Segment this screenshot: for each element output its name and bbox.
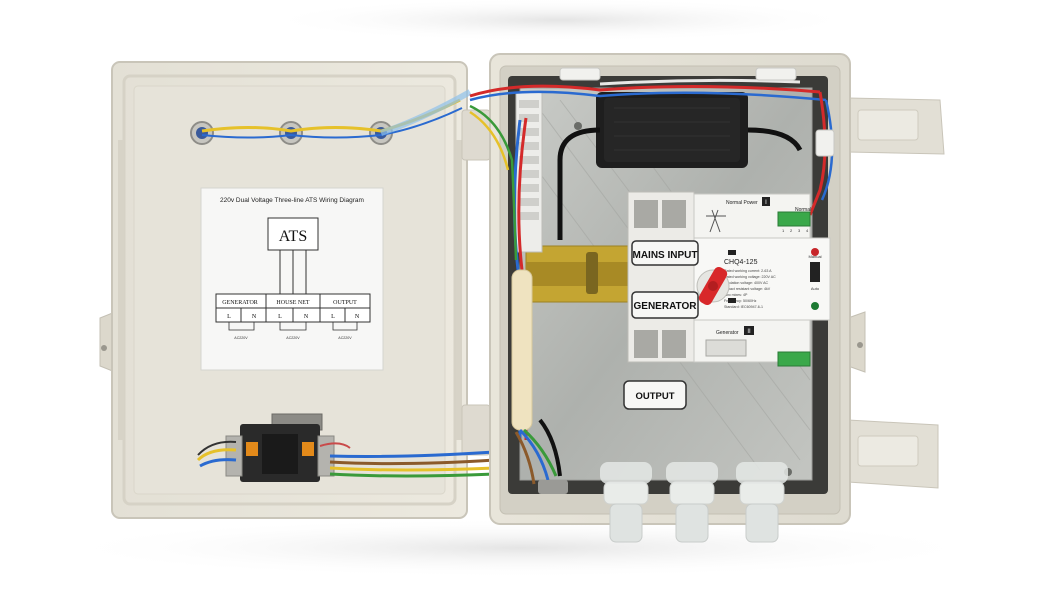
mains-input-label: MAINS INPUT <box>633 250 698 261</box>
auto-label: Auto <box>811 286 820 291</box>
generator-tag: GENERATOR <box>631 291 699 319</box>
din-rail <box>525 245 635 303</box>
spec-line: Frequency: 50/60Hz <box>724 299 757 303</box>
spec-list: Rated working current: 2-63 A Rated work… <box>724 269 776 309</box>
control-terminal-top <box>777 211 811 227</box>
diagram-ats-label: ATS <box>279 228 307 245</box>
indicator-light-2 <box>279 121 303 145</box>
led-normal-icon <box>811 248 819 256</box>
diagram-rating-net: AC220V <box>286 336 300 340</box>
output-label: OUTPUT <box>635 391 674 402</box>
diagram-section-generator: GENERATOR <box>222 300 258 306</box>
diagram-terminal-out-n: N <box>355 314 360 320</box>
diagram-terminal-gen-n: N <box>252 314 257 320</box>
manual-auto-switch[interactable] <box>810 262 820 282</box>
diagram-section-housenet: HOUSE NET <box>276 300 309 306</box>
pylon-icon <box>706 209 726 233</box>
power-supply <box>596 92 748 168</box>
diagram-terminal-net-l: L <box>278 314 282 320</box>
lid-transformer <box>225 413 335 482</box>
terminal-num: 2 <box>790 228 793 233</box>
cable-gland-3 <box>739 481 785 543</box>
cable-wrap <box>511 269 533 431</box>
wiring-diagram-sticker: 220v Dual Voltage Three-line ATS Wiring … <box>200 187 384 371</box>
led-generator-icon <box>811 302 819 310</box>
indicator-light-1 <box>190 121 214 145</box>
enclosure-lid: 220v Dual Voltage Three-line ATS Wiring … <box>99 61 496 519</box>
spec-line: Insulation voltage: 400V AC <box>724 281 769 285</box>
diagram-title: 220v Dual Voltage Three-line ATS Wiring … <box>220 197 364 204</box>
diagram-rating-gen: AC220V <box>234 336 248 340</box>
spec-line: Rated working current: 2-63 A <box>724 269 772 273</box>
generator-label: GENERATOR <box>634 301 698 312</box>
control-terminal-bottom <box>777 351 811 367</box>
diagram-terminal-out-l: L <box>331 314 335 320</box>
spec-line: Rated working voltage: 220V AC <box>724 275 776 279</box>
rotary-selector-knob[interactable] <box>696 265 730 307</box>
spec-line: Impact resistant voltage: 4kV <box>724 287 771 291</box>
diagram-section-output: OUTPUT <box>333 300 357 306</box>
model-label: CHQ4-125 <box>724 259 758 266</box>
output-tag: OUTPUT <box>623 380 687 410</box>
ats-device: Normal Power I Normal CHQ4-125 Rated wor… <box>627 191 831 367</box>
manual-label: Manual <box>808 254 821 259</box>
diagram-terminal-gen-l: L <box>227 314 231 320</box>
normal-power-num: I <box>765 200 767 206</box>
spec-line: Two mixes: 4P <box>724 293 748 297</box>
cable-gland-1 <box>603 481 649 543</box>
floor-shadow <box>50 518 990 578</box>
mains-input-tag: MAINS INPUT <box>631 240 699 266</box>
terminal-num: 4 <box>806 228 809 233</box>
top-shadow <box>260 0 860 42</box>
generator-device-label: Generator <box>716 330 739 336</box>
spec-line: Standard: IEC60947-6-1 <box>724 305 763 309</box>
diagram-rating-out: AC220V <box>338 336 352 340</box>
cable-gland-2 <box>669 481 715 543</box>
generator-device-num: II <box>747 329 751 335</box>
terminal-num: 3 <box>798 228 801 233</box>
generator-icon <box>705 339 747 357</box>
normal-power-label: Normal Power <box>726 200 758 206</box>
enclosure-box: Normal Power I Normal CHQ4-125 Rated wor… <box>469 53 945 543</box>
ground-lug <box>538 480 568 494</box>
terminal-num: 1 <box>782 228 785 233</box>
normal-sublabel: Normal <box>795 207 811 213</box>
diagram-terminal-net-n: N <box>304 314 309 320</box>
